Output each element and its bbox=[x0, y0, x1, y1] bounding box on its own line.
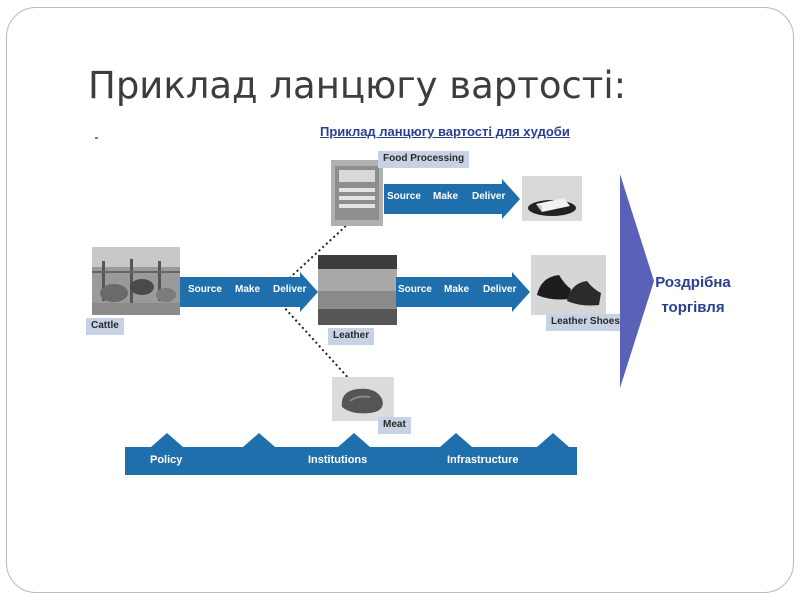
stage-make-label: Make bbox=[235, 284, 261, 295]
infrastructure-label: Infrastructure bbox=[447, 454, 519, 466]
up-arrow-3 bbox=[338, 433, 370, 447]
food-processing-label: Food Processing bbox=[378, 151, 470, 168]
chevron-source bbox=[180, 277, 238, 307]
institutions-label: Institutions bbox=[308, 454, 368, 466]
foundation-bar: Policy Institutions Infrastructure bbox=[125, 447, 577, 475]
stage-make-label: Make bbox=[444, 284, 470, 295]
meat-label: Meat bbox=[378, 417, 411, 434]
leather-label: Leather bbox=[328, 328, 375, 345]
up-arrow-1 bbox=[151, 433, 183, 447]
up-arrow-5 bbox=[537, 433, 569, 447]
chevron-row-cattle: Source Make Deliver bbox=[180, 272, 320, 312]
retail-label: Роздрібна торгівля bbox=[652, 270, 734, 320]
chevron-row-food: Source Make Deliver bbox=[384, 179, 524, 219]
decorative-mark bbox=[95, 137, 98, 139]
policy-label: Policy bbox=[150, 454, 183, 466]
stage-source-label: Source bbox=[398, 284, 432, 295]
cattle-label: Cattle bbox=[86, 318, 124, 335]
up-arrow-4 bbox=[440, 433, 472, 447]
stage-source-label: Source bbox=[188, 284, 222, 295]
stage-make-label: Make bbox=[433, 191, 459, 202]
stage-deliver-label: Deliver bbox=[273, 284, 307, 295]
up-arrow-2 bbox=[243, 433, 275, 447]
retail-label-line1: Роздрібна bbox=[655, 274, 731, 291]
retail-arrow bbox=[620, 174, 654, 388]
leather-shoes-photo bbox=[531, 255, 606, 315]
cattle-photo bbox=[92, 247, 180, 315]
meat-photo bbox=[332, 377, 394, 421]
stage-deliver-label: Deliver bbox=[472, 191, 506, 202]
connector-to-meat bbox=[281, 304, 353, 383]
chevron-row-leather: Source Make Deliver bbox=[396, 272, 536, 312]
leather-photo bbox=[318, 255, 397, 325]
cheese-photo bbox=[522, 176, 582, 221]
stage-deliver-label: Deliver bbox=[483, 284, 517, 295]
leather-shoes-label: Leather Shoes bbox=[546, 314, 625, 331]
food-processing-photo bbox=[331, 160, 383, 226]
retail-label-line2: торгівля bbox=[661, 299, 725, 316]
slide-title: Приклад ланцюгу вартості: bbox=[88, 64, 627, 107]
stage-source-label: Source bbox=[387, 191, 421, 202]
chevron-make bbox=[228, 277, 284, 307]
diagram-heading: Приклад ланцюгу вартості для худоби bbox=[320, 124, 570, 139]
chevron-deliver bbox=[274, 272, 318, 312]
